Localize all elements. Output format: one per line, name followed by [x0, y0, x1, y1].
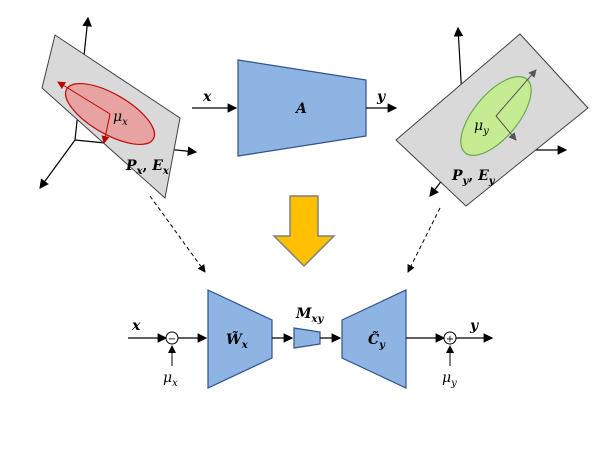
- operator-a: x A y: [192, 59, 398, 157]
- right-dashed-connector: [407, 207, 441, 273]
- mapping-label: Mxy: [295, 306, 324, 325]
- mean-out-label: μy: [442, 370, 457, 389]
- operator-a-label: A: [294, 101, 307, 117]
- bottom-input-label: x: [131, 318, 141, 334]
- left-dashed-connector: [149, 195, 206, 273]
- decoder-block: [341, 289, 407, 389]
- operator-a-block: [237, 59, 367, 157]
- left-basis-label: Px, Ex: [125, 158, 170, 177]
- left-subspace: μx Px, Ex: [39, 16, 198, 199]
- bottom-output-label: y: [469, 318, 479, 334]
- mapping-block: [293, 327, 321, 349]
- add-symbol: +: [446, 334, 454, 345]
- right-basis-label: Py, Ey: [451, 168, 496, 187]
- encoder-block: [207, 289, 273, 389]
- right-subspace: μy Py, Ey: [395, 26, 589, 207]
- top-input-label: x: [202, 89, 212, 105]
- top-output-label: y: [376, 89, 386, 105]
- mean-in-label: μx: [163, 370, 178, 389]
- subtract-symbol: −: [168, 334, 176, 345]
- bottom-pipeline: x − μx W̃x Mxy C̃y + μy y: [128, 289, 494, 389]
- transform-arrow: [272, 195, 336, 268]
